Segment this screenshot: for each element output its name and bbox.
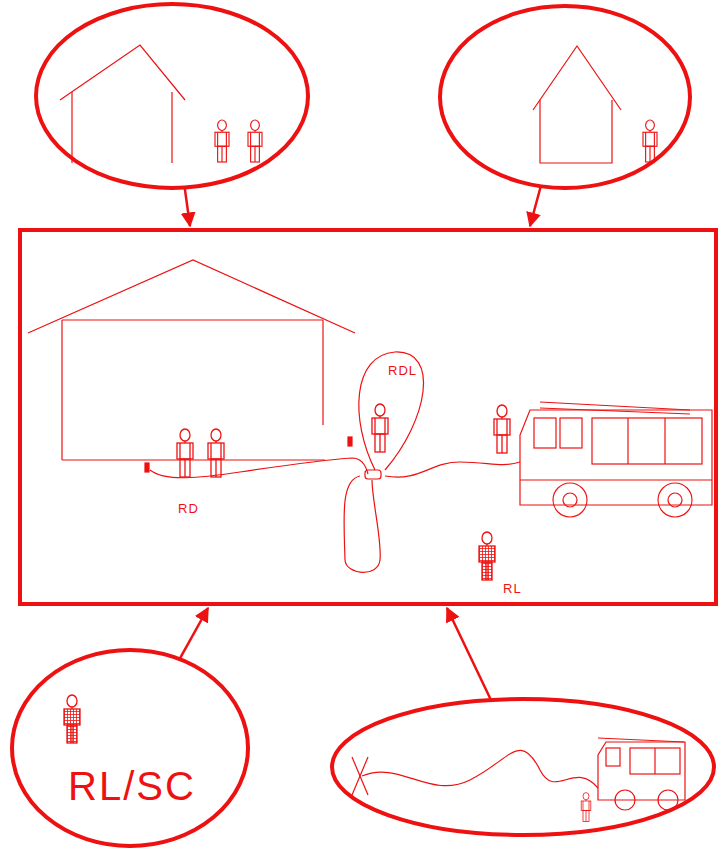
hose-line: [352, 750, 598, 795]
scene-ellipse: [438, 4, 692, 190]
scene-label: RL/SC: [68, 766, 196, 806]
person-figure: [581, 793, 591, 822]
arrow-connector: [530, 186, 541, 226]
fire-engine: [520, 402, 712, 517]
person-figure: [177, 429, 193, 477]
nozzle: [145, 463, 149, 472]
person-figure: [215, 120, 229, 162]
ellipse-outline: [10, 648, 250, 848]
ellipse-outline: [438, 4, 692, 190]
scene-label: RDL: [388, 364, 417, 377]
barn-drawing: [60, 45, 185, 163]
nozzle: [348, 437, 352, 446]
person-figure: [494, 405, 510, 453]
person-figure: [372, 404, 388, 452]
scene-box: RDL RD RL: [18, 228, 718, 606]
ellipse-outline: [34, 2, 310, 190]
hose-line: [150, 352, 520, 572]
house-drawing: [533, 46, 621, 163]
scene-ellipse: [330, 697, 716, 837]
arrow-connector: [185, 188, 190, 226]
person-figure: [643, 120, 657, 162]
person-figure: [248, 120, 262, 162]
scene-ellipse: RL/SC: [10, 648, 250, 848]
person-figure: [479, 532, 495, 580]
fire-engine: [598, 738, 685, 810]
arrow-connector: [180, 608, 208, 659]
scene-label: RD: [178, 502, 199, 515]
ellipse-outline: [330, 697, 716, 837]
scene-ellipse: [34, 2, 310, 190]
person-figure: [64, 695, 80, 743]
scene-label: RL: [503, 582, 522, 595]
arrow-connector: [447, 608, 491, 700]
person-figure: [208, 429, 224, 477]
building-drawing: [28, 260, 355, 460]
